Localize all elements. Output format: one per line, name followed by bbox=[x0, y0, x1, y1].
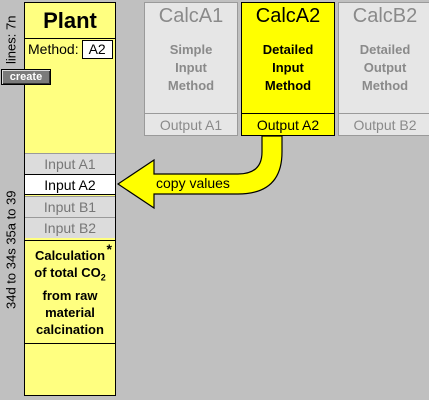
plant-column: Plant Method:A2 Input A1 Input A2 Input … bbox=[24, 2, 116, 396]
calc-line-1: Calculation bbox=[34, 248, 106, 263]
arrow-shape bbox=[116, 135, 283, 210]
arrow-label: copy values bbox=[156, 175, 230, 191]
output-b2[interactable]: Output B2 bbox=[339, 113, 429, 136]
output-a2[interactable]: Output A2 bbox=[242, 113, 334, 136]
plant-title: Plant bbox=[25, 3, 115, 39]
input-b1[interactable]: Input B1 bbox=[25, 196, 115, 217]
input-b2[interactable]: Input B2 bbox=[25, 217, 115, 238]
create-button[interactable]: create bbox=[1, 69, 51, 85]
input-a2[interactable]: Input A2 bbox=[25, 174, 115, 195]
output-a1[interactable]: Output A1 bbox=[145, 113, 237, 136]
calc-line-5: calcination bbox=[36, 321, 104, 337]
calc-a1-title: CalcA1 bbox=[158, 5, 224, 27]
lines-label-bottom: 34d to 34s 35a to 39 bbox=[3, 190, 19, 310]
calc-line-4: material bbox=[45, 304, 95, 320]
calc-line-3: from raw bbox=[42, 287, 98, 303]
lines-label-top: lines: 7n bbox=[3, 15, 19, 65]
method-value[interactable]: A2 bbox=[81, 40, 113, 59]
method-row: Method:A2 bbox=[25, 39, 115, 61]
calculation-description: * Calculation of total CO2 from raw mate… bbox=[25, 240, 115, 344]
footnote-star: * bbox=[106, 241, 112, 257]
copy-values-arrow: copy values bbox=[116, 135, 283, 210]
calc-a2-title: CalcA2 bbox=[255, 5, 321, 27]
calc-line-2: of total CO2 bbox=[34, 265, 106, 283]
method-label: Method: bbox=[28, 41, 79, 57]
calc-b2-title: CalcB2 bbox=[352, 5, 418, 27]
input-a1[interactable]: Input A1 bbox=[25, 153, 115, 174]
